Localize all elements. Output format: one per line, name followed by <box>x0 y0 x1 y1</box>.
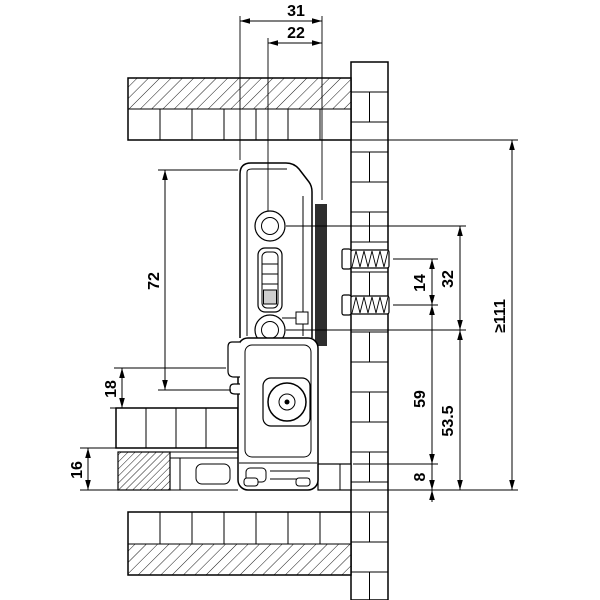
dim-72-label: 72 <box>146 272 163 290</box>
drawer-side-profile <box>239 162 327 346</box>
cabinet-side-panel <box>350 61 389 600</box>
dimension-18-arrow-top <box>119 368 125 378</box>
dimension-8: 8 <box>412 452 435 502</box>
dimension-18: 18 <box>103 368 125 408</box>
adjustment-slider <box>263 289 277 305</box>
runner-profile-hatch <box>118 452 170 490</box>
screw-head-lower <box>341 294 352 316</box>
mounting-plate <box>315 204 327 346</box>
drawer-bottom-panel-outline <box>115 407 239 449</box>
dim-16-label: 16 <box>69 461 86 479</box>
side-rail-bracket <box>317 463 352 491</box>
lower-carriage <box>227 337 319 491</box>
roller-axle <box>284 399 290 405</box>
screw-hole-upper <box>254 210 286 242</box>
screw-head-upper <box>341 248 352 270</box>
dim-111-label: ≥111 <box>492 299 509 333</box>
dimension-22-arrow-right <box>312 40 322 46</box>
dimension-31-arrow-left <box>240 18 250 24</box>
top-panel-brick-ticks <box>159 109 321 140</box>
dimension-59-arrow-top <box>429 305 435 315</box>
dimension-72-arrow-bottom <box>162 380 168 390</box>
screw-thread-upper <box>351 250 389 268</box>
dim-22-label: 22 <box>287 25 305 42</box>
runner-rail-lines <box>118 451 238 491</box>
dimension-14: 14 <box>412 259 435 305</box>
dimension-8-arrow-top <box>429 454 435 464</box>
dim-53-5-label: 53.5 <box>440 405 457 436</box>
top-panel <box>127 77 352 141</box>
dimension-111: ≥111 <box>492 140 515 490</box>
dimension-32-arrow-top <box>457 226 463 236</box>
dim-18-label: 18 <box>103 380 120 398</box>
dimension-16-arrow-bottom <box>85 480 91 490</box>
dimension-16: 16 <box>69 448 91 490</box>
carriage-foot-right <box>295 477 311 487</box>
dimension-8-arrow-bottom <box>429 490 435 500</box>
dimension-72-arrow-top <box>162 170 168 180</box>
dimension-111-arrow-bottom <box>509 480 515 490</box>
bottom-panel-brick-ticks <box>159 512 321 544</box>
extension-lines <box>80 16 518 491</box>
screw-thread-lower <box>351 296 389 314</box>
bottom-panel-hatch <box>128 544 351 575</box>
roller <box>267 382 307 422</box>
dimension-32-arrow-bottom <box>457 320 463 330</box>
dim-31-label: 31 <box>287 3 305 20</box>
euro-screw-lower <box>341 294 390 316</box>
dim-8-label: 8 <box>412 472 429 481</box>
drawer-bottom-panel-brick-ticks <box>145 408 207 448</box>
drawer-bottom-panel <box>115 407 239 449</box>
runner-glide <box>195 463 231 485</box>
adjustment-slot-ribs <box>262 263 278 285</box>
dimension-59: 59 <box>412 305 435 490</box>
screw-hole-upper-outer <box>254 210 286 242</box>
front-fixing-hook-step <box>229 383 240 395</box>
dim-32-label: 32 <box>440 270 457 288</box>
carriage-foot-left <box>243 477 259 487</box>
dimension-31-arrow-right <box>312 18 322 24</box>
carriage-inner <box>244 344 312 458</box>
dimension-14-arrow-bottom <box>429 295 435 305</box>
roller-housing <box>262 377 311 427</box>
dimension-32: 32 <box>440 226 463 330</box>
dimension-53-5-arrow-top <box>457 330 463 340</box>
dimension-111-arrow-top <box>509 140 515 150</box>
bottom-runner-assembly <box>117 451 238 491</box>
bottom-panel <box>127 511 352 576</box>
euro-screw-upper <box>341 248 390 270</box>
dimension-53-5-arrow-bottom <box>457 480 463 490</box>
side-rail-bracket-outline <box>317 463 352 491</box>
front-fixing-hook <box>227 341 240 378</box>
screw-hole-upper-inner <box>261 217 279 235</box>
dim-14-label: 14 <box>412 274 429 292</box>
dimension-53-5: 53.5 <box>440 330 463 490</box>
dimension-22-arrow-left <box>268 40 278 46</box>
profile-latch-detail <box>295 311 309 325</box>
dim-59-label: 59 <box>412 390 429 408</box>
dimension-72: 72 <box>146 170 168 390</box>
adjustment-slot-inner <box>261 251 279 309</box>
dimension-16-arrow-top <box>85 448 91 458</box>
adjustment-slot <box>257 247 283 313</box>
top-panel-hatch <box>128 78 351 109</box>
dimension-18-arrow-bottom <box>119 398 125 408</box>
dimension-22: 22 <box>268 25 322 46</box>
dimension-31: 31 <box>240 3 322 24</box>
dimension-14-arrow-top <box>429 259 435 269</box>
